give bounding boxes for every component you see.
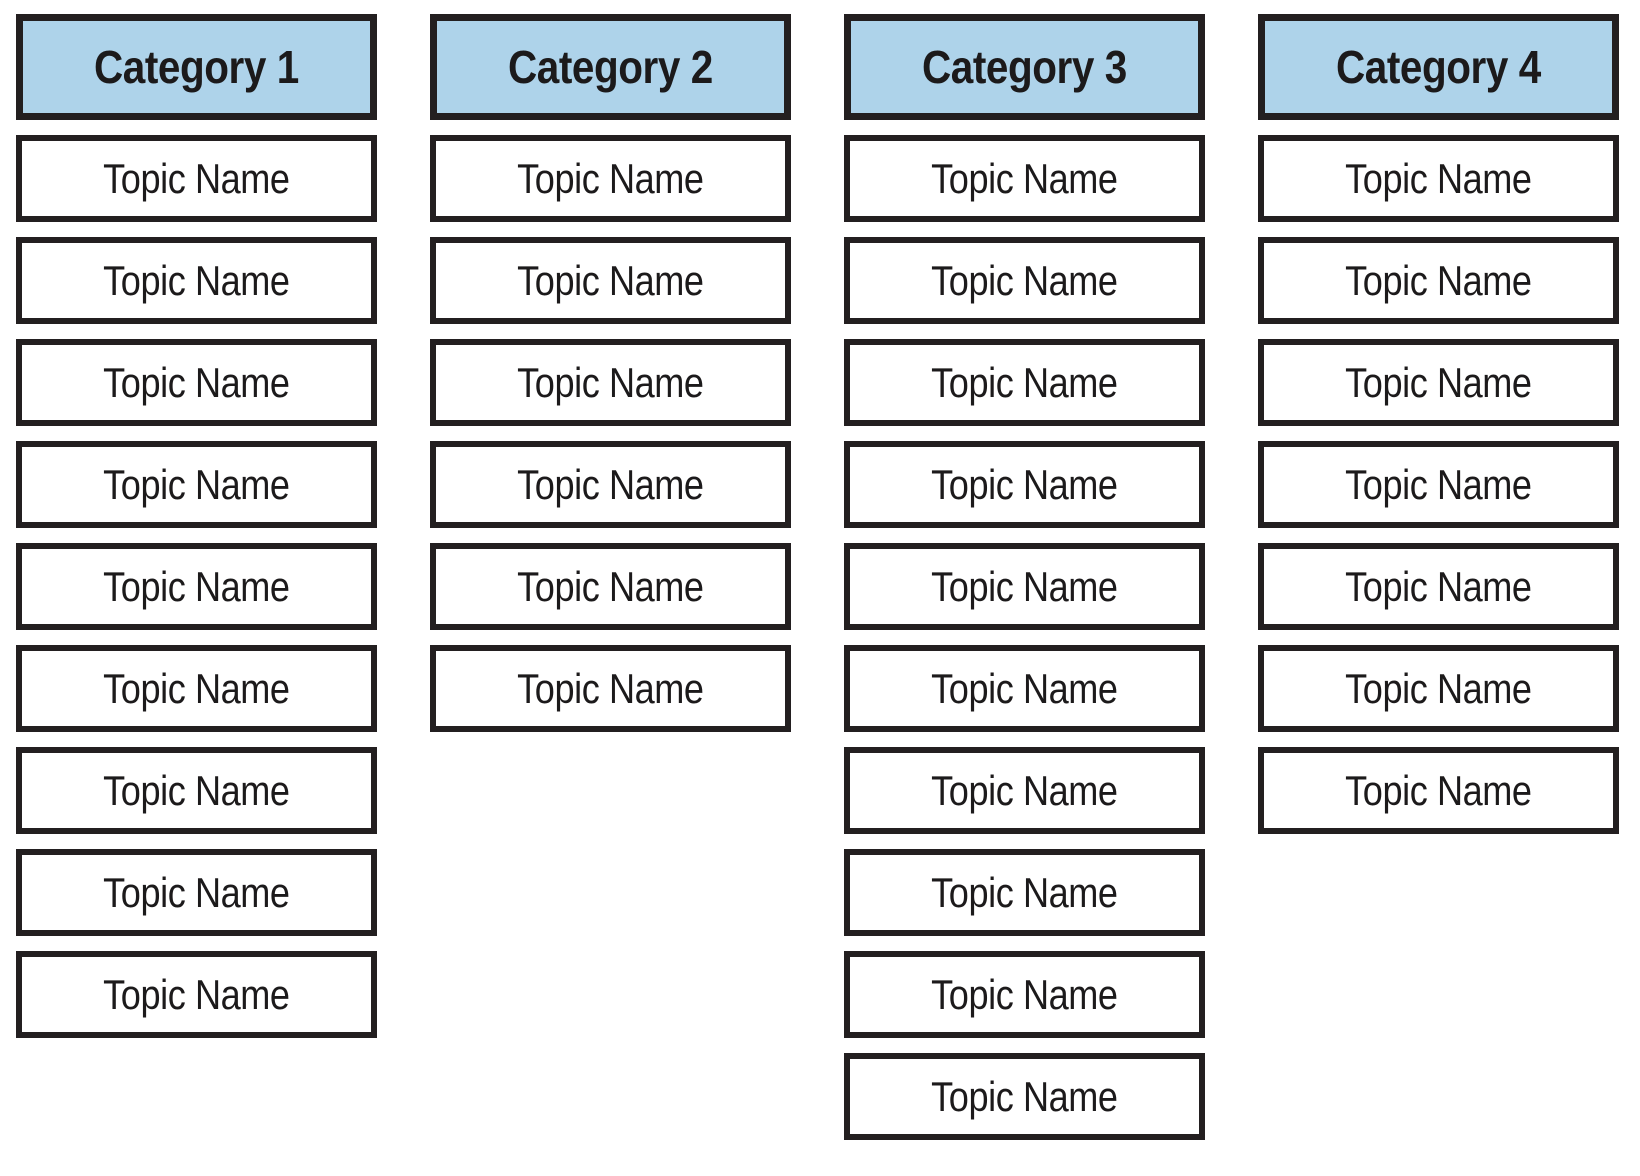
- topic-label: Topic Name: [103, 256, 290, 304]
- topic-box: Topic Name: [16, 441, 377, 528]
- topic-label: Topic Name: [931, 256, 1118, 304]
- category-header-label: Category 3: [922, 41, 1127, 93]
- topic-box: Topic Name: [16, 543, 377, 630]
- topic-label: Topic Name: [1345, 664, 1532, 712]
- topic-box: Topic Name: [430, 237, 791, 324]
- topic-box: Topic Name: [16, 849, 377, 936]
- topic-label: Topic Name: [931, 154, 1118, 202]
- topic-label: Topic Name: [517, 664, 704, 712]
- topic-label: Topic Name: [1345, 766, 1532, 814]
- topic-box: Topic Name: [16, 747, 377, 834]
- topic-label: Topic Name: [517, 154, 704, 202]
- topic-box: Topic Name: [844, 747, 1205, 834]
- topic-box: Topic Name: [844, 135, 1205, 222]
- topic-box: Topic Name: [844, 849, 1205, 936]
- topic-label: Topic Name: [103, 154, 290, 202]
- category-header-label: Category 2: [508, 41, 713, 93]
- topic-box: Topic Name: [844, 645, 1205, 732]
- topic-box: Topic Name: [844, 951, 1205, 1038]
- topic-label: Topic Name: [1345, 154, 1532, 202]
- topic-label: Topic Name: [103, 664, 290, 712]
- topic-label: Topic Name: [517, 256, 704, 304]
- topic-box: Topic Name: [430, 645, 791, 732]
- topic-box: Topic Name: [430, 339, 791, 426]
- topic-label: Topic Name: [1345, 256, 1532, 304]
- category-header: Category 2: [430, 14, 791, 120]
- topic-label: Topic Name: [103, 868, 290, 916]
- topic-box: Topic Name: [1258, 339, 1619, 426]
- topic-label: Topic Name: [103, 970, 290, 1018]
- topic-label: Topic Name: [517, 562, 704, 610]
- topic-label: Topic Name: [1345, 358, 1532, 406]
- topic-box: Topic Name: [16, 237, 377, 324]
- topic-box: Topic Name: [844, 543, 1205, 630]
- topic-box: Topic Name: [844, 237, 1205, 324]
- topic-label: Topic Name: [931, 460, 1118, 508]
- topic-label: Topic Name: [931, 1072, 1118, 1120]
- topic-label: Topic Name: [1345, 460, 1532, 508]
- topic-label: Topic Name: [931, 664, 1118, 712]
- topic-label: Topic Name: [103, 460, 290, 508]
- category-header-label: Category 4: [1336, 41, 1541, 93]
- topic-label: Topic Name: [103, 766, 290, 814]
- topic-label: Topic Name: [517, 460, 704, 508]
- topic-box: Topic Name: [1258, 135, 1619, 222]
- topic-label: Topic Name: [931, 562, 1118, 610]
- topic-label: Topic Name: [103, 358, 290, 406]
- topic-label: Topic Name: [1345, 562, 1532, 610]
- topic-label: Topic Name: [517, 358, 704, 406]
- topic-box: Topic Name: [16, 951, 377, 1038]
- topic-box: Topic Name: [1258, 645, 1619, 732]
- category-header: Category 1: [16, 14, 377, 120]
- topic-box: Topic Name: [1258, 747, 1619, 834]
- topic-box: Topic Name: [1258, 441, 1619, 528]
- topic-box: Topic Name: [430, 441, 791, 528]
- topic-label: Topic Name: [931, 868, 1118, 916]
- topic-box: Topic Name: [430, 135, 791, 222]
- topic-box: Topic Name: [844, 339, 1205, 426]
- topic-label: Topic Name: [931, 970, 1118, 1018]
- topic-box: Topic Name: [16, 135, 377, 222]
- topic-label: Topic Name: [931, 766, 1118, 814]
- topic-box: Topic Name: [1258, 543, 1619, 630]
- category-header-label: Category 1: [94, 41, 299, 93]
- topic-label: Topic Name: [931, 358, 1118, 406]
- topic-box: Topic Name: [16, 645, 377, 732]
- topic-box: Topic Name: [844, 441, 1205, 528]
- topic-box: Topic Name: [1258, 237, 1619, 324]
- topic-box: Topic Name: [844, 1053, 1205, 1140]
- category-header: Category 3: [844, 14, 1205, 120]
- category-header: Category 4: [1258, 14, 1619, 120]
- topic-label: Topic Name: [103, 562, 290, 610]
- topic-box: Topic Name: [430, 543, 791, 630]
- topic-box: Topic Name: [16, 339, 377, 426]
